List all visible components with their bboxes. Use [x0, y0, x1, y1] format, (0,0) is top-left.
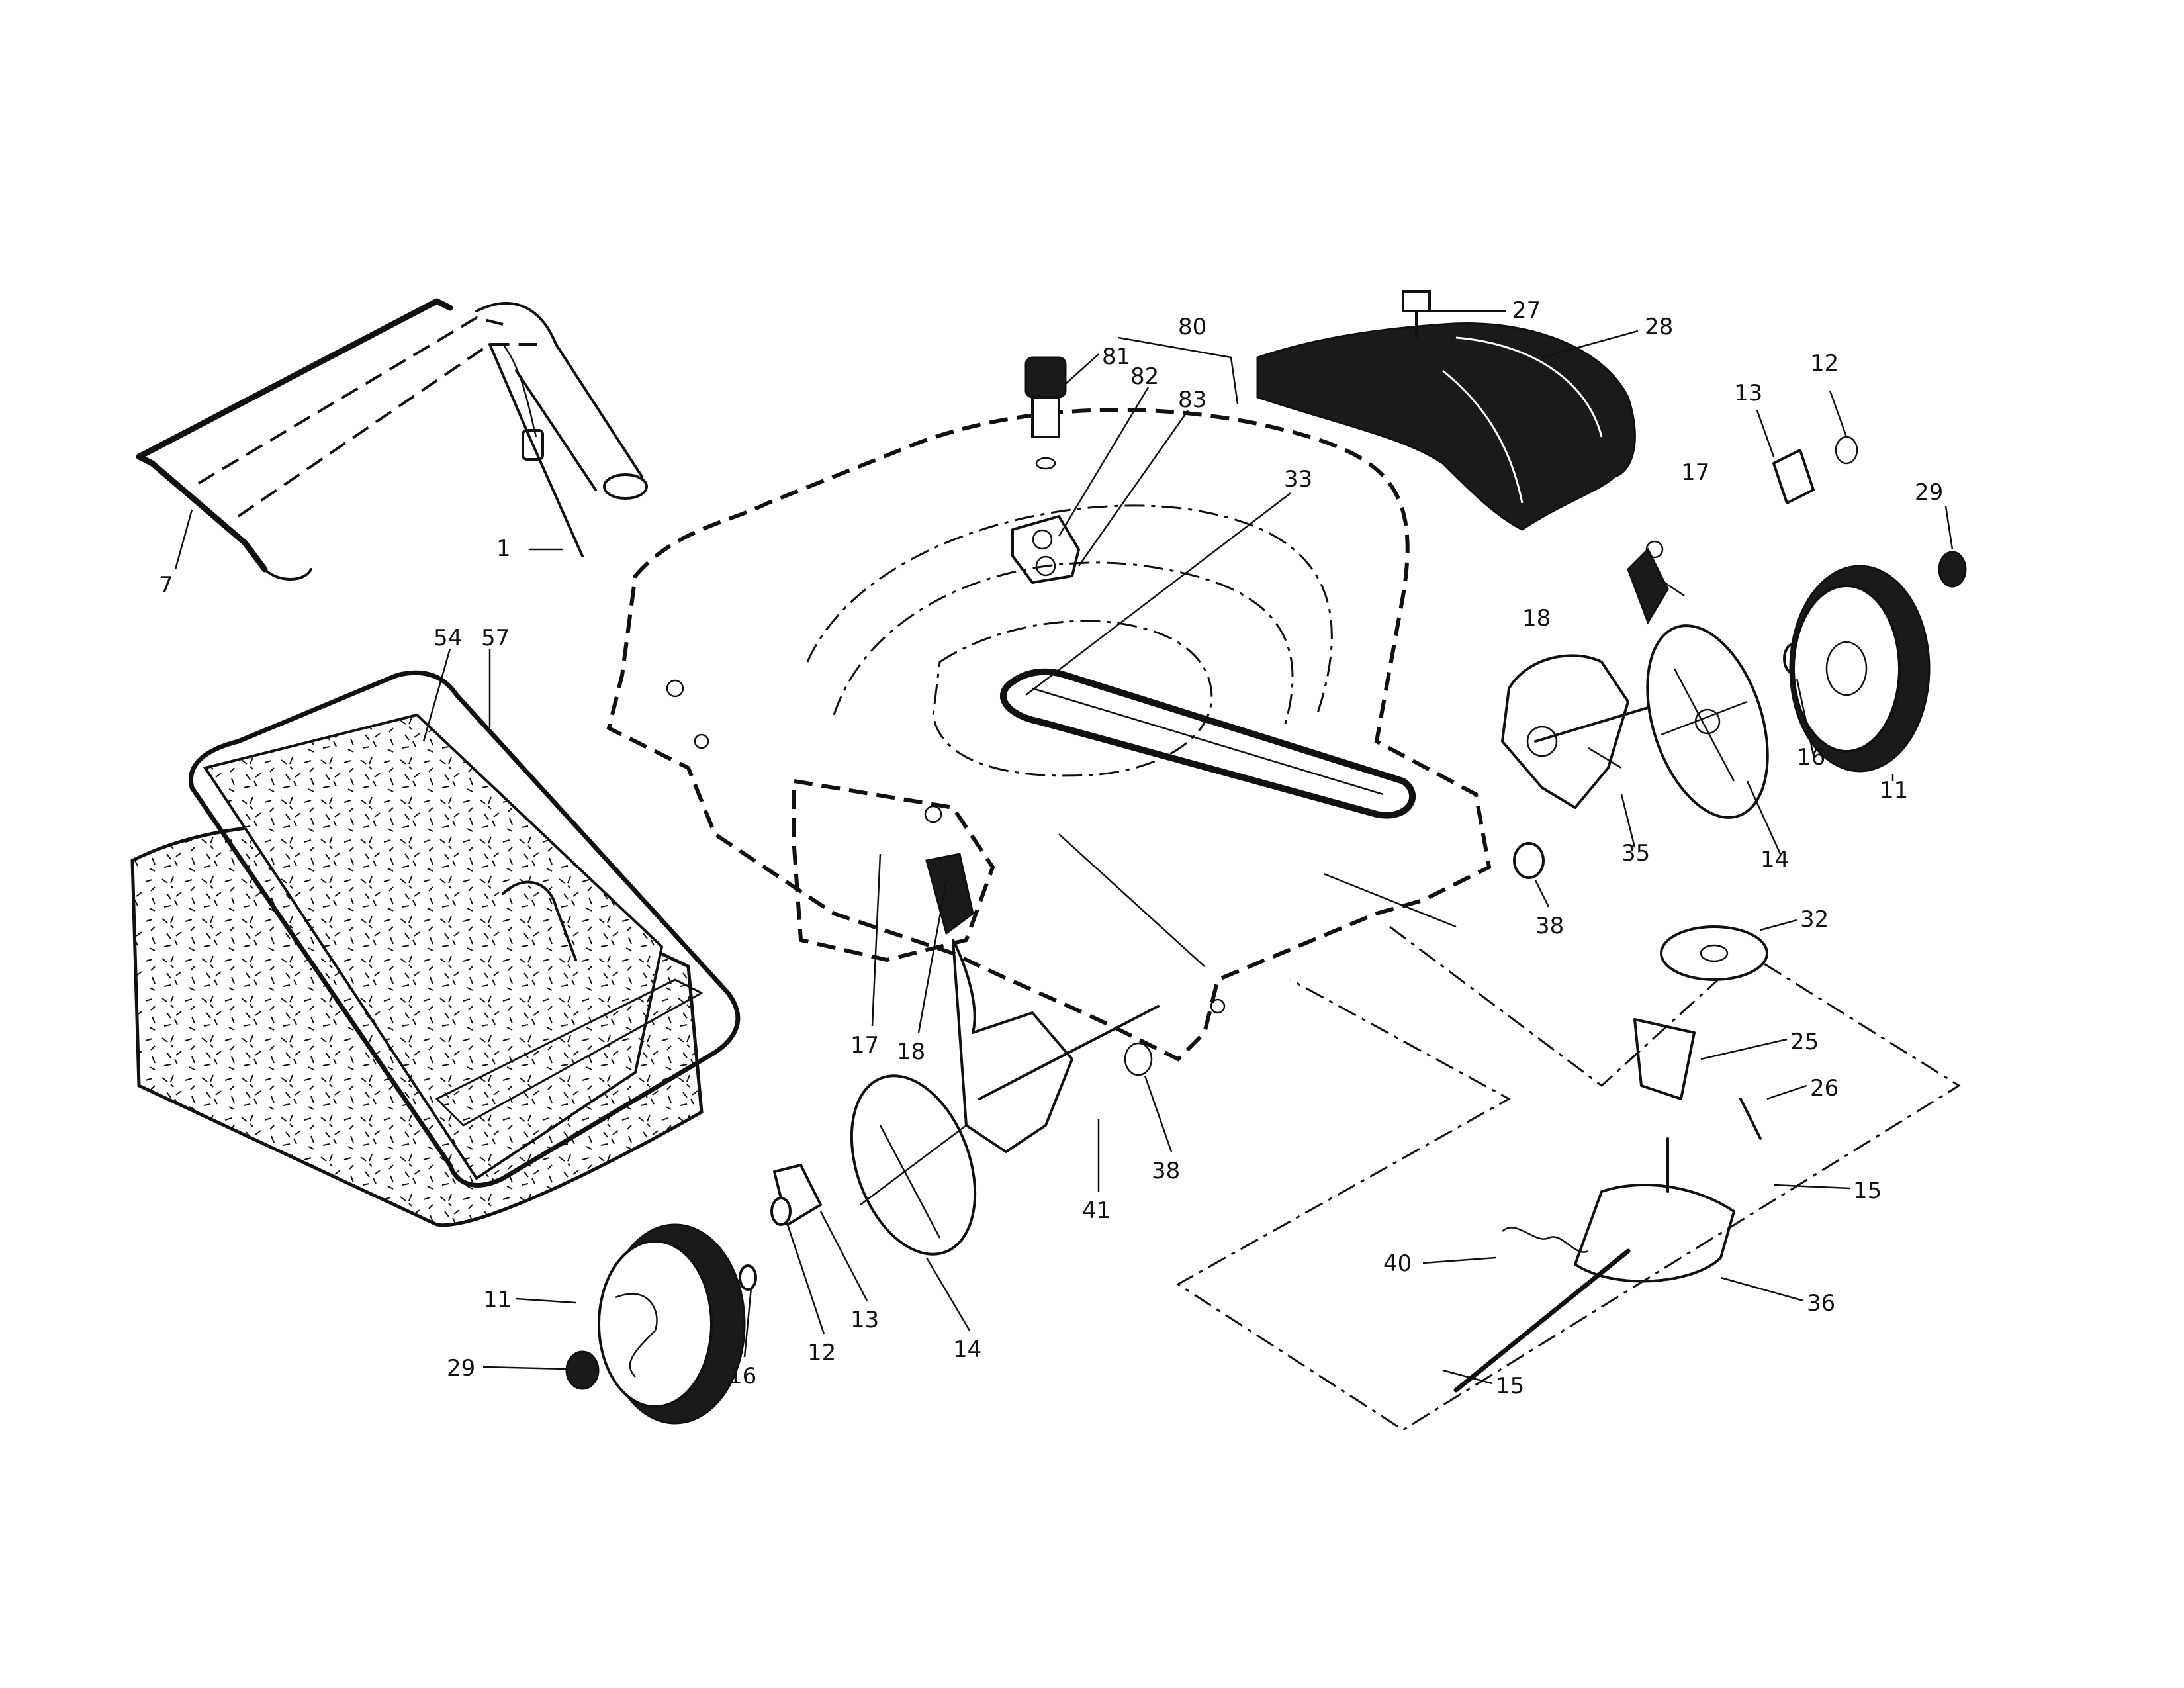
- callout-labels: 1 7 54 57 80 81 82 83 33 27 28 13 12 17 …: [159, 297, 1943, 1399]
- callout-17-left: 17: [850, 1032, 879, 1058]
- callout-35: 35: [1621, 840, 1650, 867]
- callout-12-left: 12: [807, 1340, 836, 1366]
- callout-15-lower: 15: [1496, 1373, 1524, 1399]
- callout-13-right: 13: [1734, 380, 1762, 406]
- callout-18-left: 18: [897, 1039, 925, 1065]
- callout-25: 25: [1790, 1029, 1819, 1055]
- callout-41: 41: [1082, 1197, 1111, 1224]
- callout-14-right: 14: [1760, 847, 1789, 873]
- rear-baffle: [1256, 290, 1636, 531]
- callout-32: 32: [1800, 906, 1829, 933]
- callout-1: 1: [496, 536, 511, 562]
- callout-13-left: 13: [850, 1307, 879, 1333]
- callout-57: 57: [481, 625, 510, 651]
- callout-33: 33: [1284, 466, 1312, 492]
- callout-54: 54: [433, 625, 462, 651]
- callout-81: 81: [1102, 344, 1130, 370]
- callout-40: 40: [1383, 1250, 1412, 1277]
- callout-28: 28: [1645, 314, 1673, 340]
- callout-80: 80: [1178, 314, 1206, 340]
- callout-38-left: 38: [1152, 1158, 1180, 1184]
- leader-lines: [174, 310, 1954, 1385]
- callout-7: 7: [159, 572, 173, 598]
- callout-26: 26: [1810, 1075, 1839, 1102]
- callout-11-right: 11: [1880, 777, 1908, 804]
- callout-14-left: 14: [953, 1336, 981, 1363]
- callout-82: 82: [1130, 363, 1159, 390]
- callout-38-right: 38: [1535, 913, 1564, 939]
- left-wheel-assembly: [565, 805, 1160, 1425]
- callout-27: 27: [1512, 297, 1541, 324]
- callout-29-left: 29: [447, 1355, 475, 1382]
- callout-11-left: 11: [483, 1287, 512, 1313]
- callout-83: 83: [1178, 387, 1206, 413]
- callout-15-upper: 15: [1853, 1178, 1882, 1204]
- callout-16-left: 16: [728, 1363, 756, 1389]
- callout-16-right: 16: [1797, 744, 1825, 771]
- height-adjuster-knob: [1011, 356, 1080, 584]
- callout-17-right: 17: [1681, 459, 1709, 486]
- handle-assembly: [136, 298, 648, 581]
- transmission-assembly: [1176, 925, 1961, 1431]
- callout-29-right: 29: [1915, 479, 1943, 506]
- mower-deck: [606, 408, 1492, 1062]
- grass-catcher: [130, 670, 741, 1227]
- right-wheel-assembly: [1501, 436, 1967, 879]
- callout-18-right: 18: [1522, 605, 1551, 632]
- callout-36: 36: [1807, 1290, 1835, 1317]
- callout-12-right: 12: [1810, 350, 1839, 377]
- drive-belt: [999, 668, 1416, 819]
